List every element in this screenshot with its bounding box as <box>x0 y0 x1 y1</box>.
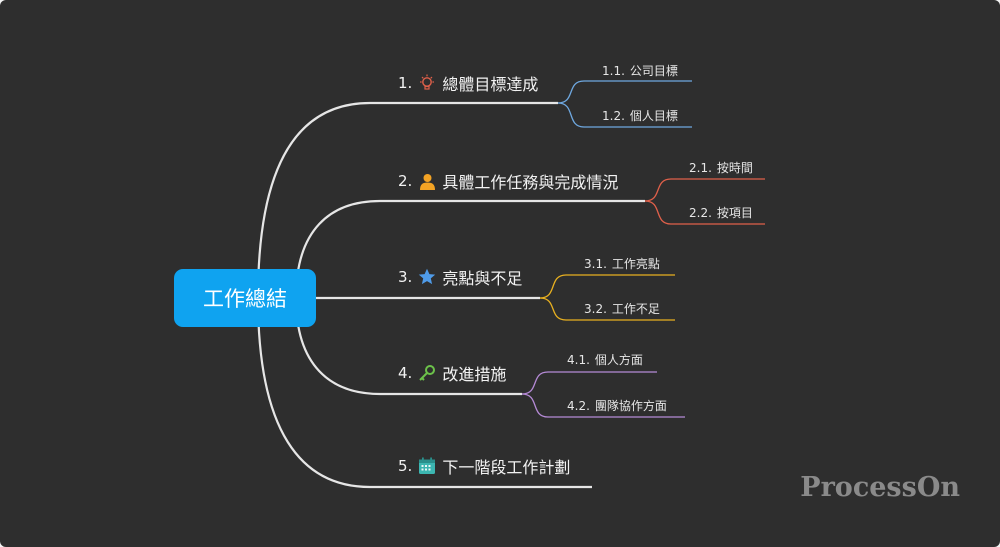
topic-3[interactable]: 3. 亮點與不足 <box>398 265 522 289</box>
sub-line-4-2 <box>521 393 685 418</box>
subtopic-label: 個人目標 <box>629 109 678 123</box>
subtopic-label: 工作亮點 <box>611 257 660 271</box>
lightbulb-icon <box>418 74 436 92</box>
subtopic-number: 1.1. <box>602 64 625 78</box>
topic-1[interactable]: 1. 總體目標達成 <box>398 71 538 95</box>
topic-number: 2. <box>398 172 413 190</box>
subtopic-label: 按時間 <box>716 161 753 175</box>
subtopic-1-2[interactable]: 1.2. 個人目標 <box>602 107 678 124</box>
subtopic-number: 4.1. <box>567 353 590 367</box>
branch-line-5 <box>256 297 592 489</box>
topic-label: 具體工作任務與完成情況 <box>442 173 619 192</box>
subtopic-label: 個人方面 <box>594 353 643 367</box>
subtopic-number: 3.2. <box>584 302 607 316</box>
topic-number: 5. <box>398 457 413 475</box>
topic-5[interactable]: 5. 下一階段工作計劃 <box>398 454 570 478</box>
branch-line-1 <box>256 101 558 299</box>
sub-line-4-1 <box>521 371 657 395</box>
star-icon <box>418 268 436 286</box>
topic-2[interactable]: 2. 具體工作任務與完成情況 <box>398 169 618 193</box>
subtopic-number: 2.2. <box>689 206 712 220</box>
sub-line-2-2 <box>644 200 765 225</box>
topic-label: 亮點與不足 <box>442 269 523 288</box>
sub-line-2-1 <box>644 178 765 202</box>
calendar-icon <box>418 457 436 475</box>
sub-line-3-1 <box>539 274 675 299</box>
topic-label: 總體目標達成 <box>442 75 539 94</box>
subtopic-4-1[interactable]: 4.1. 個人方面 <box>567 351 643 368</box>
subtopic-3-1[interactable]: 3.1. 工作亮點 <box>584 255 660 272</box>
topic-number: 4. <box>398 364 413 382</box>
topic-4[interactable]: 4. 改進措施 <box>398 361 506 385</box>
subtopic-3-2[interactable]: 3.2. 工作不足 <box>584 300 660 317</box>
subtopic-label: 工作不足 <box>611 302 660 316</box>
topic-label: 下一階段工作計劃 <box>442 458 571 477</box>
subtopic-label: 按項目 <box>716 206 753 220</box>
subtopic-number: 2.1. <box>689 161 712 175</box>
subtopic-label: 團隊協作方面 <box>594 399 667 413</box>
subtopic-4-2[interactable]: 4.2. 團隊協作方面 <box>567 397 667 414</box>
person-icon <box>418 172 436 190</box>
topic-label: 改進措施 <box>442 365 507 384</box>
sub-line-1-1 <box>557 80 692 104</box>
sub-line-1-2 <box>557 102 692 128</box>
subtopic-1-1[interactable]: 1.1. 公司目標 <box>602 62 678 79</box>
sub-line-3-2 <box>539 297 675 321</box>
processon-watermark: ProcessOn <box>800 472 960 503</box>
root-node[interactable]: 工作總結 <box>174 269 316 327</box>
subtopic-label: 公司目標 <box>629 64 678 78</box>
subtopic-number: 1.2. <box>602 109 625 123</box>
root-label: 工作總結 <box>203 287 287 311</box>
topic-number: 3. <box>398 268 413 286</box>
topic-number: 1. <box>398 74 413 92</box>
subtopic-number: 4.2. <box>567 399 590 413</box>
subtopic-2-1[interactable]: 2.1. 按時間 <box>689 159 753 176</box>
subtopic-number: 3.1. <box>584 257 607 271</box>
key-icon <box>418 364 436 382</box>
subtopic-2-2[interactable]: 2.2. 按項目 <box>689 204 753 221</box>
